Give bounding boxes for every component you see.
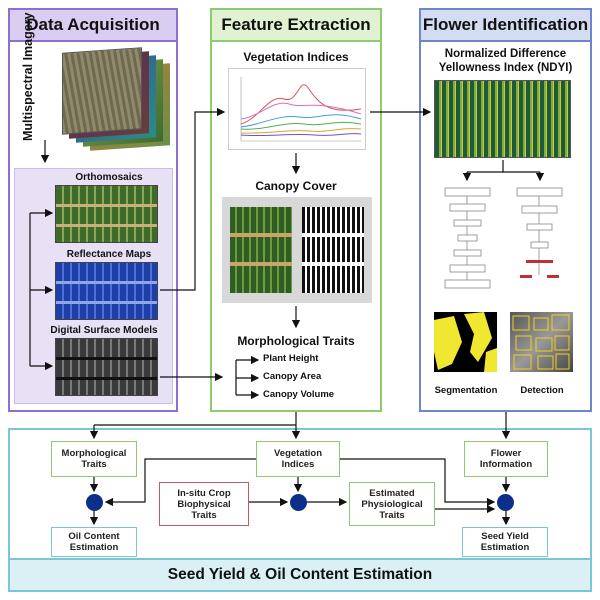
flower-box-line1: Flower — [490, 448, 522, 459]
phys-box-line2: Physiological — [361, 498, 423, 510]
ndyi-label-line2: Yellowness Index (NDYI) — [438, 62, 573, 74]
veg-box-line2: Indices — [281, 459, 315, 470]
merge-node-oil — [86, 494, 103, 511]
detection-network-diagram — [512, 180, 567, 302]
detection-label: Detection — [520, 385, 564, 396]
segmentation-mask-svg — [434, 312, 497, 372]
orthomosaic-image — [55, 185, 158, 243]
trait-canopy-volume: Canopy Volume — [263, 389, 335, 400]
merge-node-physiological — [290, 494, 307, 511]
insitu-box-line3: Traits — [191, 509, 217, 521]
feature-extraction-panel: Feature Extraction — [210, 8, 382, 412]
canopy-rgb-image — [230, 207, 292, 293]
detection-boxes-svg — [512, 314, 570, 370]
oil-box-line1: Oil Content — [68, 531, 120, 542]
vegetation-indices-label: Vegetation Indices — [243, 50, 349, 64]
insitu-box-line1: In-situ Crop — [177, 487, 231, 499]
segmentation-network-svg — [444, 187, 491, 289]
canopy-cover-frame — [222, 197, 372, 303]
segmentation-label: Segmentation — [434, 385, 498, 396]
band-image-1 — [62, 47, 142, 135]
detection-result-image — [510, 312, 573, 372]
morph-box-line1: Morphological — [61, 448, 127, 459]
insitu-box-line2: Biophysical — [177, 498, 231, 510]
segmentation-network-diagram — [440, 180, 495, 302]
trait-plant-height: Plant Height — [263, 353, 319, 364]
reflectance-map-image — [55, 262, 158, 320]
multispectral-imagery-label: Multispectral Imagery — [21, 12, 35, 141]
detection-network-svg — [516, 187, 563, 278]
seed-box-line2: Estimation — [480, 542, 530, 553]
phys-box-line3: Traits — [379, 509, 405, 521]
veg-box-line1: Vegetation — [273, 448, 323, 459]
segmentation-result-image — [434, 312, 497, 372]
ndyi-label-line1: Normalized Difference — [444, 48, 567, 60]
vegetation-index-curves — [240, 77, 362, 142]
morph-box-line2: Traits — [81, 459, 107, 470]
merge-node-seed — [497, 494, 514, 511]
ndyi-map-image — [434, 80, 571, 158]
flower-identification-panel: Flower Identification — [419, 8, 592, 412]
morphological-traits-label: Morphological Traits — [237, 334, 355, 348]
oil-box-line2: Estimation — [69, 542, 119, 553]
reflectance-maps-label: Reflectance Maps — [66, 249, 152, 260]
data-acquisition-title: Data Acquisition — [10, 10, 176, 42]
seed-box-line1: Seed Yield — [481, 531, 529, 542]
vegetation-index-plot — [228, 68, 366, 150]
trait-canopy-area: Canopy Area — [263, 371, 322, 382]
estimation-title: Seed Yield & Oil Content Estimation — [167, 566, 433, 583]
flower-identification-title: Flower Identification — [421, 10, 590, 42]
canopy-cover-label: Canopy Cover — [255, 179, 337, 193]
dsm-label: Digital Surface Models — [50, 325, 158, 336]
flower-box-line2: Information — [479, 459, 533, 470]
phys-box-line1: Estimated — [369, 487, 415, 499]
feature-extraction-title: Feature Extraction — [212, 10, 380, 42]
multispectral-stack — [62, 47, 172, 151]
estimation-title-bar: Seed Yield & Oil Content Estimation — [10, 558, 590, 590]
data-acquisition-panel: Data Acquisition — [8, 8, 178, 412]
orthomosaics-label: Orthomosaics — [75, 172, 143, 183]
canopy-mask-image — [302, 207, 364, 293]
dsm-image — [55, 338, 158, 396]
